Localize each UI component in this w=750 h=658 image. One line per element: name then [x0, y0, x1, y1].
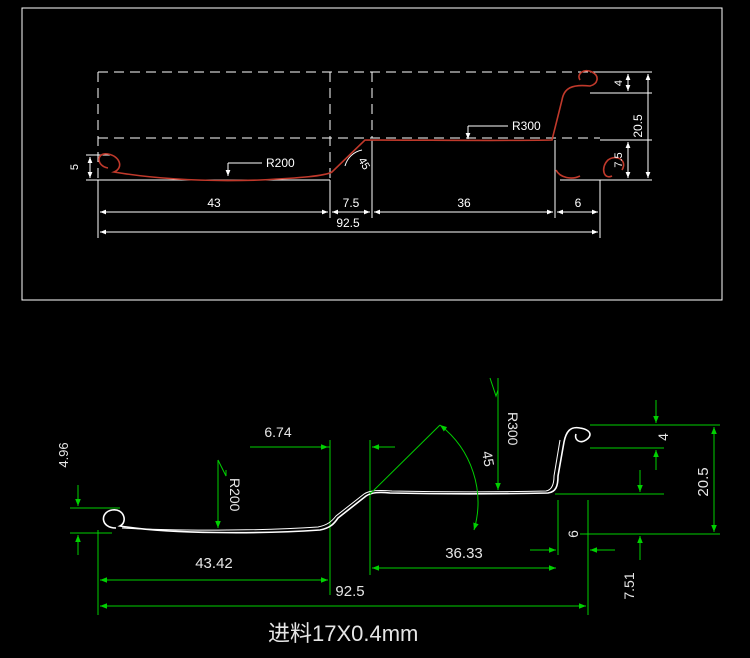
bottom-view: 4.96 6.74 R200 R300 45 43.42 36.33 6 92.…: [56, 377, 720, 646]
top-construction-lines: [97, 71, 600, 178]
top-extension-lines: [86, 71, 652, 238]
top-dim-right-total: 20.5: [631, 114, 645, 138]
top-dim-right-top: 4: [613, 80, 625, 86]
top-angle: 45: [355, 156, 372, 173]
bottom-caption: 进料17X0.4mm: [268, 621, 418, 646]
bottom-radius-left: R200: [227, 478, 243, 512]
top-dim-left-height: 5: [69, 164, 81, 170]
top-dim-total: 92.5: [336, 216, 360, 230]
bottom-extension-lines: [70, 424, 720, 615]
bottom-dim-right-total: 20.5: [695, 467, 712, 496]
bottom-dimension-lines: [75, 377, 717, 609]
top-dim-right-bottom: 7.5: [613, 152, 625, 167]
top-dim-seg-1: 43: [207, 196, 221, 210]
bottom-dim-seg-3: 36.33: [445, 545, 483, 562]
bottom-radius-right: R300: [505, 412, 521, 446]
bottom-dim-seg-1: 43.42: [195, 555, 233, 572]
top-view-frame: [21, 7, 723, 301]
bottom-dim-left-height: 4.96: [56, 442, 71, 467]
bottom-dim-slope-width: 6.74: [264, 424, 291, 440]
top-view: 5 43 7.5 36 6 92.5 R200 R300 45 4 20.5 7…: [21, 7, 723, 301]
top-dim-seg-4: 6: [575, 196, 582, 210]
top-radius-right: R300: [512, 119, 541, 133]
top-dim-seg-3: 36: [457, 196, 471, 210]
top-dimension-lines: [87, 74, 651, 235]
top-radius-left: R200: [266, 156, 295, 170]
bottom-dim-right-top: 4: [655, 433, 671, 441]
bottom-dim-total: 92.5: [335, 583, 364, 600]
top-dim-seg-2: 7.5: [343, 196, 360, 210]
bottom-dim-seg-4: 6: [565, 530, 581, 538]
bottom-dim-right-bottom: 7.51: [621, 572, 637, 599]
top-profile: [98, 69, 598, 182]
top-profile-right-curl: [555, 156, 625, 179]
bottom-angle: 45: [479, 450, 497, 468]
bottom-profile: [102, 426, 591, 534]
